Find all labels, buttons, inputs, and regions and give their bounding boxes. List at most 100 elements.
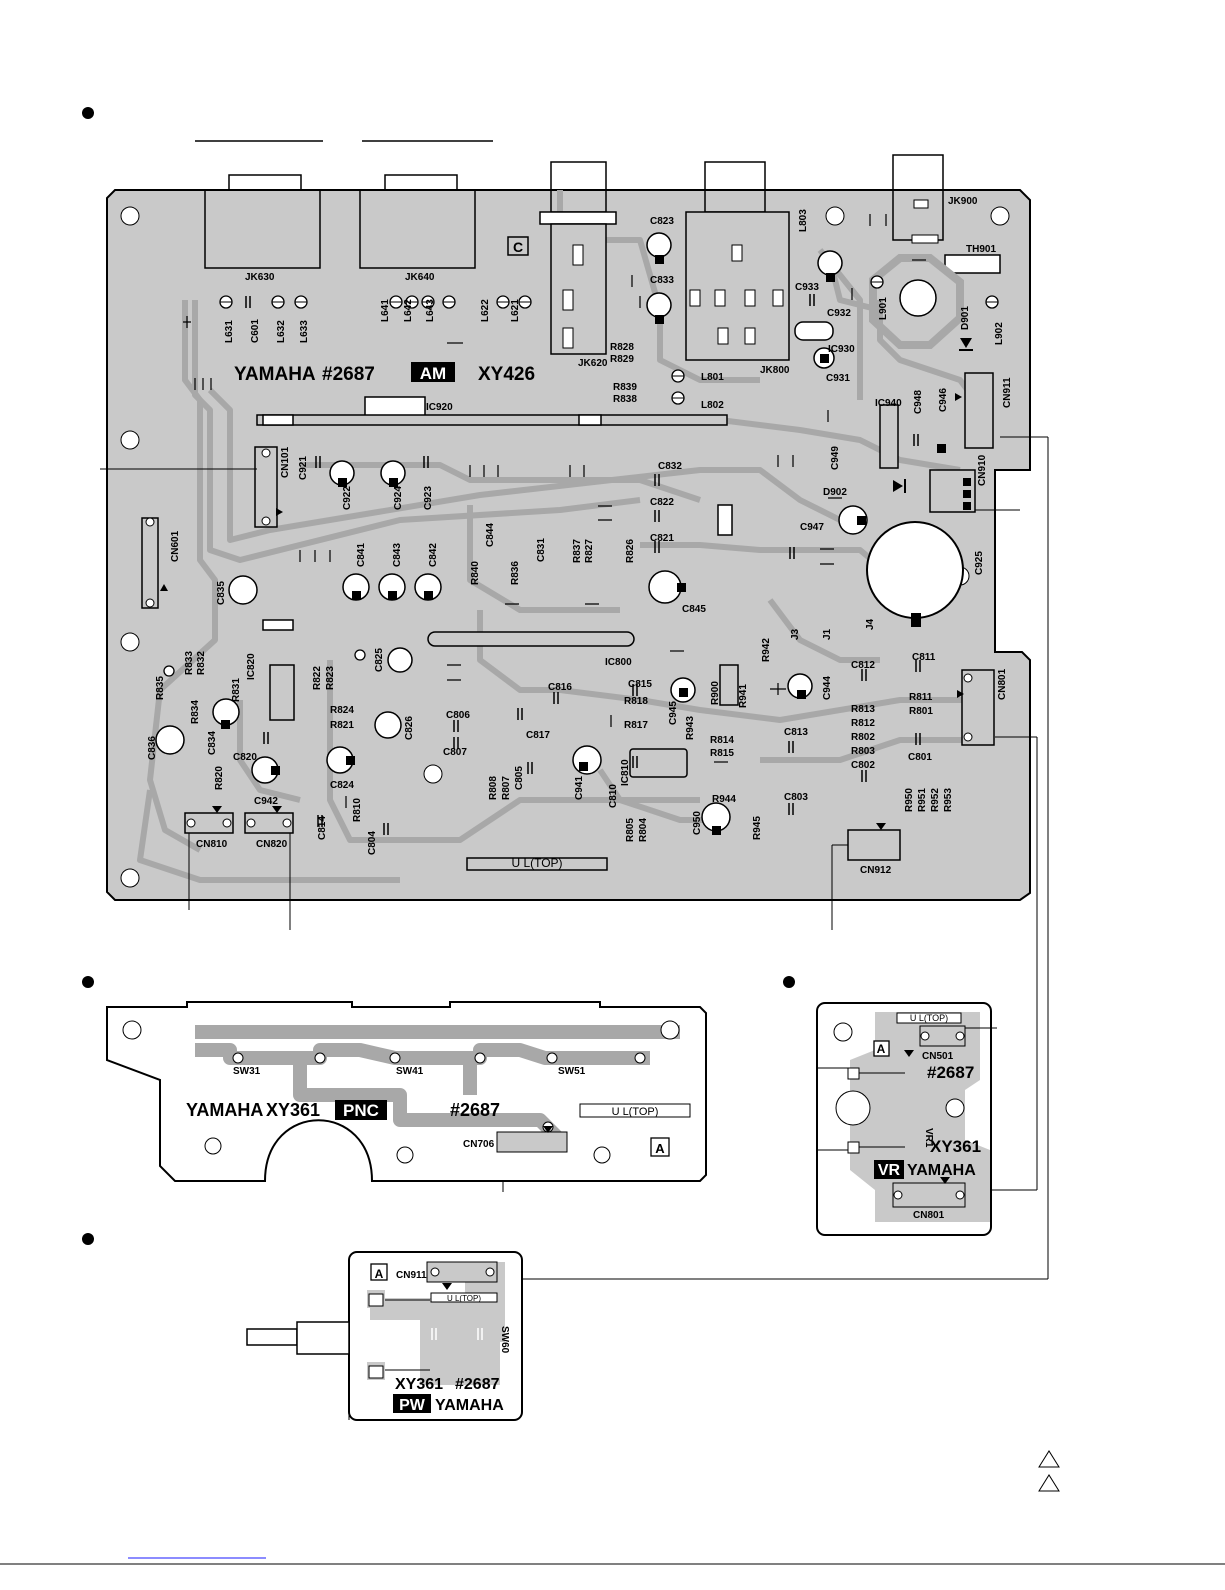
part-label-r831: R831	[231, 678, 242, 702]
part-label-r952: R952	[930, 788, 941, 812]
part-label-r817: R817	[624, 720, 648, 731]
main-board-code: #2687	[322, 364, 375, 385]
part-label-jk900: JK900	[948, 196, 978, 207]
part-label-cn910: CN910	[977, 454, 988, 486]
part-label-c807: C807	[443, 747, 467, 758]
part-label-c805: C805	[514, 766, 525, 790]
part-label-l803: L803	[798, 209, 809, 232]
section-bullet-vr	[783, 976, 795, 988]
part-label-r805: R805	[625, 818, 636, 842]
part-label-c948: C948	[913, 390, 924, 414]
part-label-ic820: IC820	[246, 653, 257, 680]
part-label-c815: C815	[628, 679, 652, 690]
vr-board-top-marker: U L(TOP)	[910, 1013, 948, 1023]
part-label-c925: C925	[974, 551, 985, 575]
part-label-r824: R824	[330, 705, 354, 716]
part-label-ic810: IC810	[620, 759, 631, 786]
part-label-c945: C945	[668, 701, 679, 725]
part-label-c813: C813	[784, 727, 808, 738]
vr-board-tag: VR	[878, 1162, 901, 1179]
part-label-jk640: JK640	[405, 272, 435, 283]
part-label-c831: C831	[536, 538, 547, 562]
part-label-c811: C811	[912, 652, 936, 663]
pw-board-corner-mark: A	[375, 1267, 384, 1281]
pw-board-model: XY361	[395, 1376, 443, 1393]
pnc-board-tag: PNC	[343, 1101, 379, 1120]
pnc-board-corner-mark: A	[655, 1141, 665, 1156]
pnc-connector-cn706: CN706	[463, 1139, 495, 1150]
part-label-c824: C824	[330, 780, 354, 791]
part-label-cn101: CN101	[280, 446, 291, 478]
triangle-icon	[1038, 1450, 1060, 1492]
part-label-l802: L802	[701, 400, 724, 411]
pw-connector-cn911: CN911	[396, 1270, 427, 1281]
part-label-r822: R822	[312, 666, 323, 690]
part-label-jk620: JK620	[578, 358, 608, 369]
part-label-c843: C843	[392, 543, 403, 567]
pw-board-brand: YAMAHA	[435, 1397, 504, 1414]
part-label-c826: C826	[404, 716, 415, 740]
part-label-cn810: CN810	[196, 839, 228, 850]
part-label-r810: R810	[352, 798, 363, 822]
part-label-l901: L901	[878, 297, 889, 320]
part-label-r827: R827	[584, 539, 595, 563]
main-board-corner-mark: C	[513, 239, 523, 255]
part-label-c944: C944	[822, 676, 833, 700]
part-label-j4: J4	[865, 618, 876, 630]
part-label-c803: C803	[784, 792, 808, 803]
vr-board-brand: YAMAHA	[907, 1162, 976, 1179]
part-label-c806: C806	[446, 710, 470, 721]
pw-board-code: #2687	[455, 1376, 500, 1393]
part-label-r815: R815	[710, 748, 734, 759]
part-label-c820: C820	[233, 752, 257, 763]
part-label-ic930: IC930	[828, 344, 855, 355]
part-label-l801: L801	[701, 372, 724, 383]
pnc-board-code: #2687	[450, 1100, 500, 1120]
part-label-c832: C832	[658, 461, 682, 472]
part-label-c844: C844	[485, 523, 496, 547]
switch-sw41: SW41	[396, 1066, 424, 1077]
vr-board: U L(TOP) A CN501 #2687 VR1 XY361 VR YAMA…	[816, 1002, 997, 1236]
pw-board: A CN911 U L(TOP) SW60 XY361 #2687 PW YAM…	[246, 1251, 523, 1421]
part-label-c804: C804	[367, 831, 378, 855]
main-board-brand: YAMAHA	[234, 364, 316, 385]
part-label-r803: R803	[851, 746, 875, 757]
part-label-c921: C921	[298, 456, 309, 480]
part-label-c801: C801	[908, 752, 932, 763]
part-label-r811: R811	[909, 692, 933, 703]
section-bullet-pnc	[82, 976, 94, 988]
vr-connector-cn501: CN501	[922, 1051, 954, 1062]
part-label-ic800: IC800	[605, 657, 632, 668]
part-label-r820: R820	[214, 766, 225, 790]
section-bullet-pw	[82, 1233, 94, 1245]
part-label-r821: R821	[330, 720, 354, 731]
part-label-cn820: CN820	[256, 839, 288, 850]
part-label-c816: C816	[548, 682, 572, 693]
pnc-board-top-marker: U L(TOP)	[612, 1106, 659, 1118]
part-label-c814: C814	[317, 816, 328, 840]
vr-board-code: #2687	[927, 1063, 974, 1082]
part-label-c812: C812	[851, 660, 875, 671]
part-label-ic920: IC920	[426, 402, 453, 413]
part-label-r838: R838	[613, 394, 637, 405]
part-label-r814: R814	[710, 735, 734, 746]
part-label-c825: C825	[374, 648, 385, 672]
part-label-c950: C950	[692, 811, 703, 835]
part-label-l632: L632	[276, 320, 287, 343]
part-label-c922: C922	[342, 486, 353, 510]
switch-sw51: SW51	[558, 1066, 586, 1077]
part-label-j1: J1	[822, 628, 833, 640]
part-label-r829: R829	[610, 354, 634, 365]
part-label-th901: TH901	[966, 244, 996, 255]
part-label-c946: C946	[938, 388, 949, 412]
part-label-r834: R834	[190, 700, 201, 724]
pnc-board: SW31 SW41 SW51 YAMAHA XY361 PNC #2687 U …	[106, 1001, 707, 1182]
part-label-c841: C841	[356, 543, 367, 567]
pw-board-top-marker: U L(TOP)	[447, 1294, 481, 1303]
part-label-cn911: CN911	[1002, 377, 1013, 408]
main-board-model: XY426	[478, 364, 535, 385]
main-board-top-marker: U L(TOP)	[511, 856, 562, 870]
part-label-l902: L902	[994, 322, 1005, 345]
